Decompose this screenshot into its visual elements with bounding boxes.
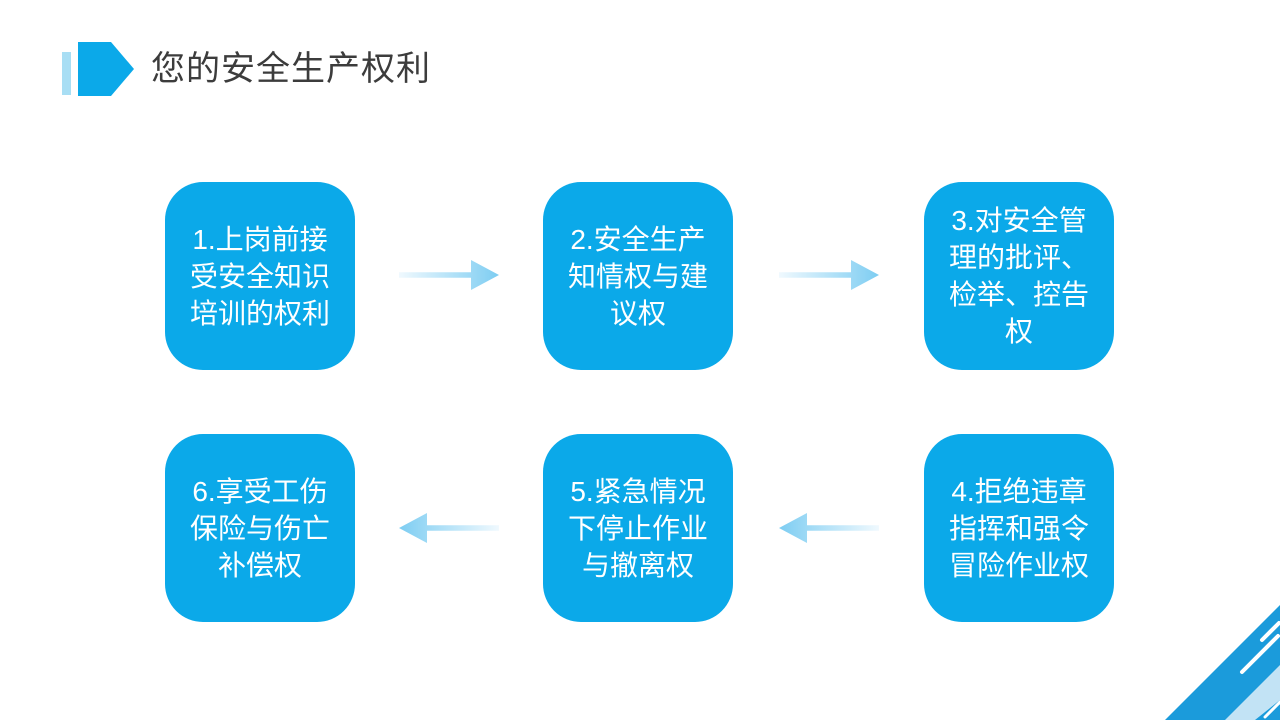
flow-box-1: 1.上岗前接 受安全知识 培训的权利	[165, 182, 355, 370]
slide-header: 您的安全生产权利	[62, 42, 431, 96]
arrow-right-icon	[779, 260, 879, 290]
flow-box-1-label: 1.上岗前接 受安全知识 培训的权利	[189, 223, 330, 329]
flow-box-2: 2.安全生产 知情权与建 议权	[543, 182, 733, 370]
arrow-right-icon	[399, 260, 499, 290]
flow-box-3: 3.对安全管 理的批评、 检举、控告 权	[924, 182, 1114, 370]
flow-box-5: 5.紧急情况 下停止作业 与撤离权	[543, 434, 733, 622]
title-accent-bar	[62, 51, 71, 95]
flow-box-6-label: 6.享受工伤 保险与伤亡 补偿权	[189, 475, 330, 581]
flow-box-5-label: 5.紧急情况 下停止作业 与撤离权	[567, 475, 708, 581]
flow-box-4: 4.拒绝违章 指挥和强令 冒险作业权	[924, 434, 1114, 622]
corner-decoration	[1165, 605, 1280, 720]
page-title: 您的安全生产权利	[151, 49, 431, 88]
flow-box-3-label: 3.对安全管 理的批评、 检举、控告 权	[948, 205, 1089, 347]
flow-box-6: 6.享受工伤 保险与伤亡 补偿权	[165, 434, 355, 622]
title-pentagon-icon	[78, 42, 134, 96]
flow-box-2-label: 2.安全生产 知情权与建 议权	[567, 223, 708, 329]
arrow-left-icon	[399, 513, 499, 543]
flow-box-4-label: 4.拒绝违章 指挥和强令 冒险作业权	[948, 475, 1089, 581]
arrow-left-icon	[779, 513, 879, 543]
